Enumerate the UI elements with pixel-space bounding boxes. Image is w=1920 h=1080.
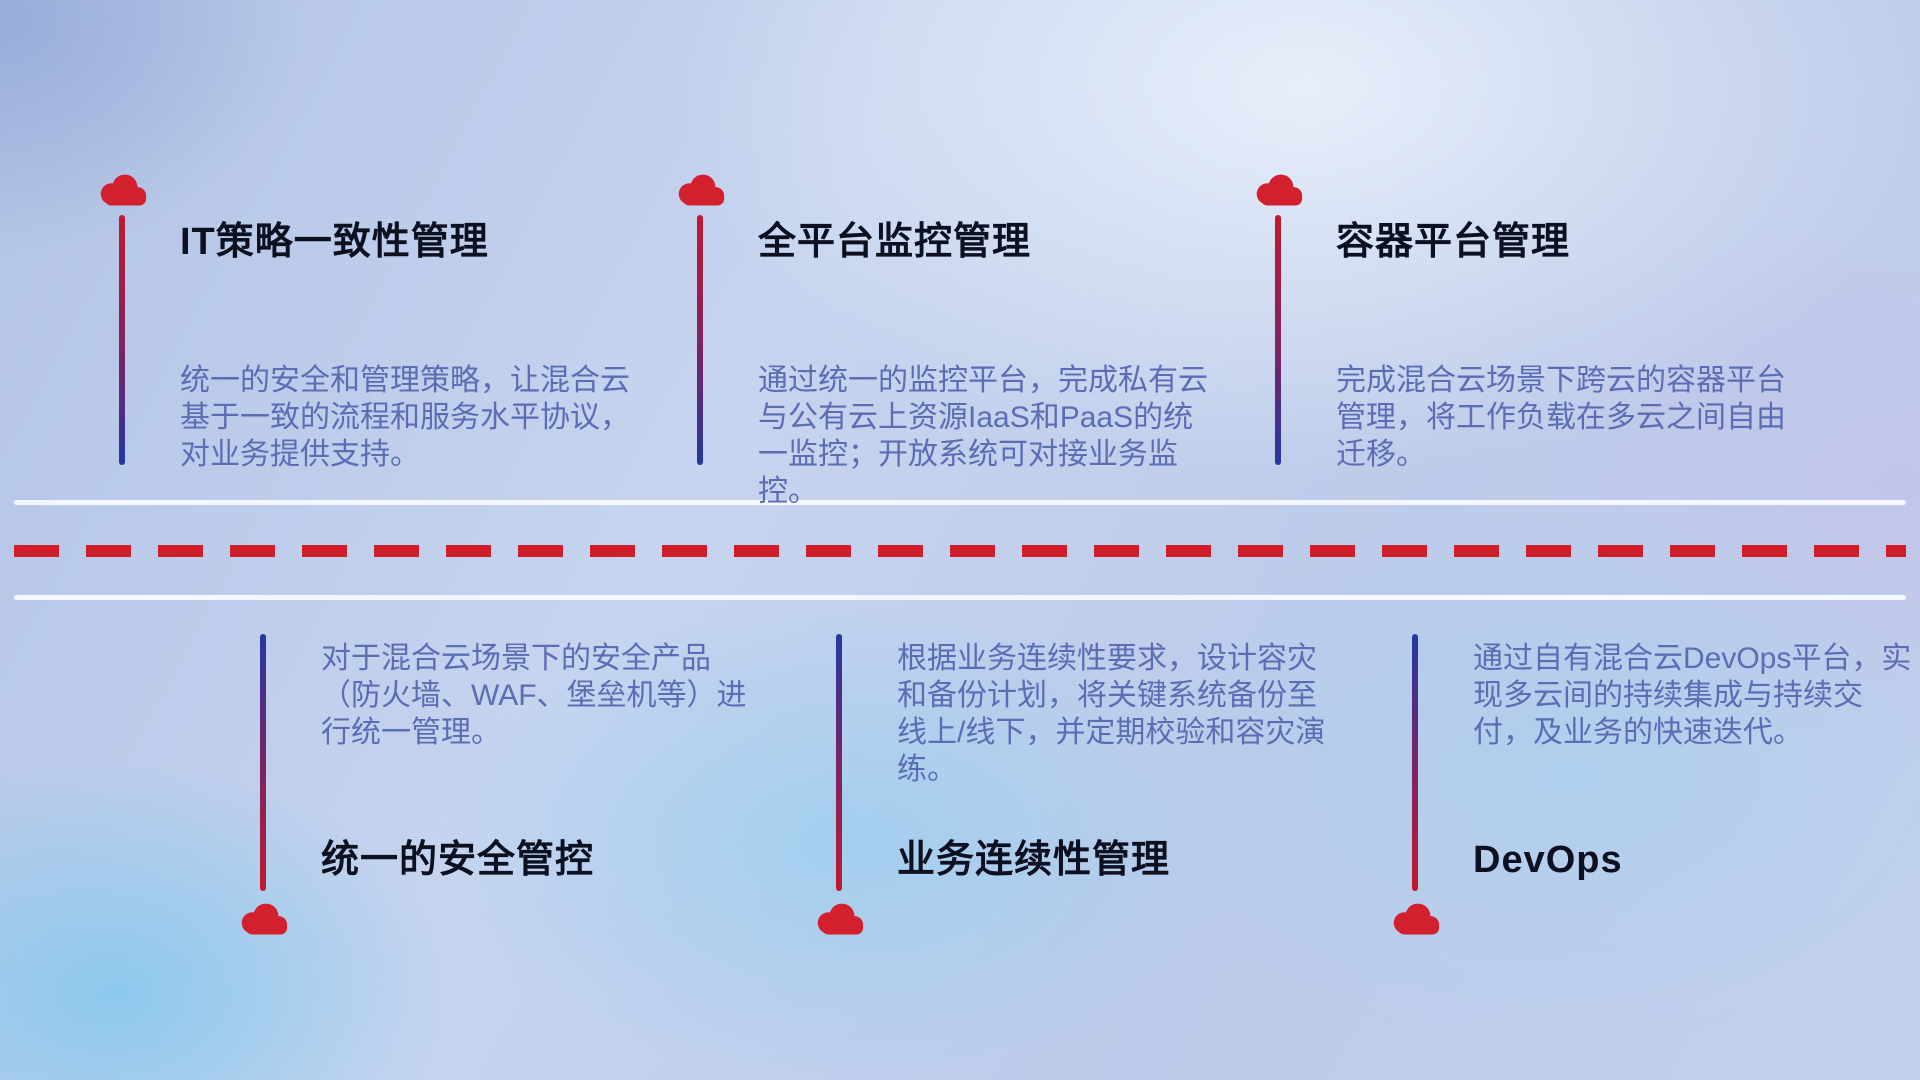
feature-description: 通过自有混合云DevOps平台，实现多云间的持续集成与持续交付，及业务的快速迭代… <box>1473 642 1912 749</box>
connector-line <box>119 215 125 465</box>
cloud-icon <box>1393 903 1440 935</box>
connector-line <box>836 634 842 891</box>
feature-description: 通过统一的监控平台，完成私有云与公有云上资源IaaS和PaaS的统一监控；开放系… <box>758 364 1208 508</box>
connector-line <box>1275 215 1281 465</box>
cloud-icon <box>241 903 288 935</box>
cloud-icon <box>100 174 147 206</box>
feature-description: 完成混合云场景下跨云的容器平台管理，将工作负载在多云之间自由迁移。 <box>1336 364 1786 471</box>
connector-line <box>260 634 266 891</box>
feature-title: DevOps <box>1473 839 1623 881</box>
cloud-icon <box>1256 174 1303 206</box>
connector-line <box>697 215 703 465</box>
feature-description: 统一的安全和管理策略，让混合云基于一致的流程和服务水平协议，对业务提供支持。 <box>180 364 630 471</box>
feature-title: 全平台监控管理 <box>758 221 1032 263</box>
divider-dashed-line <box>14 545 1906 557</box>
feature-description: 根据业务连续性要求，设计容灾和备份计划，将关键系统备份至线上/线下，并定期校验和… <box>897 642 1326 786</box>
cloud-icon <box>678 174 725 206</box>
divider-line-bottom <box>14 595 1906 600</box>
divider-line-top <box>14 500 1906 505</box>
feature-title: IT策略一致性管理 <box>180 221 489 263</box>
feature-description: 对于混合云场景下的安全产品（防火墙、WAF、堡垒机等）进行统一管理。 <box>321 642 747 749</box>
connector-line <box>1412 634 1418 891</box>
feature-title: 容器平台管理 <box>1336 221 1571 263</box>
cloud-icon <box>817 903 864 935</box>
feature-title: 统一的安全管控 <box>321 839 595 881</box>
feature-title: 业务连续性管理 <box>897 839 1171 881</box>
